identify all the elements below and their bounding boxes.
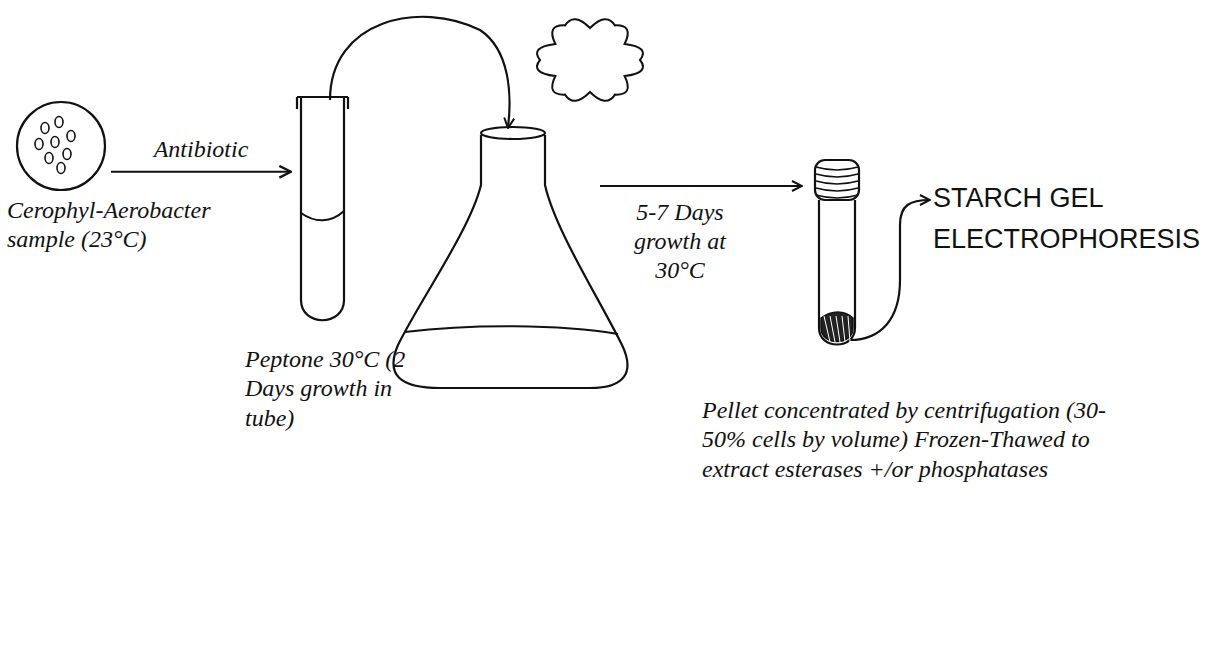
- colony: [45, 153, 53, 164]
- node-caption: Peptone 30°C (2 Days growth in tube): [245, 345, 430, 433]
- growth-arrow: [600, 185, 802, 187]
- tube-outline: [815, 160, 859, 345]
- colony: [67, 131, 75, 142]
- colony: [55, 117, 63, 128]
- culture-tube: Peptone 30°C (2 Days growth in tube): [295, 95, 350, 325]
- dish-outline: [17, 102, 105, 190]
- transfer-arrow: [330, 17, 510, 128]
- splash-symbol: [537, 19, 643, 101]
- pellet-hatch: [842, 316, 845, 342]
- colony: [41, 123, 49, 134]
- process-arrow: [111, 171, 291, 173]
- pellet-hatch: [848, 316, 850, 342]
- electrophoresis-arrow: [850, 200, 930, 340]
- pellet: [821, 312, 853, 342]
- petri-dish: Cerophyl-Aerobacter sample (23°C): [15, 100, 107, 192]
- edge-label: Antibiotic: [154, 135, 249, 164]
- pellet-hatch: [824, 316, 830, 342]
- liquid-level: [301, 211, 344, 220]
- colony: [63, 149, 71, 160]
- culture-tube-drawing: [295, 95, 350, 325]
- growth-note: 5-7 Days growth at 30°C: [610, 198, 750, 284]
- node-caption: Cerophyl-Aerobacter sample (23°C): [7, 196, 277, 255]
- tube-outline: [297, 97, 348, 320]
- petri-dish-drawing: [15, 100, 107, 192]
- node-caption: Pellet concentrated by centrifugation (3…: [702, 396, 1122, 484]
- centrifuge-tube-drawing: [812, 158, 862, 348]
- colony: [51, 137, 59, 148]
- pellet-hatch: [836, 316, 840, 342]
- colony: [57, 163, 65, 174]
- process-title: STARCH GEL ELECTROPHORESIS: [933, 178, 1201, 259]
- colony: [35, 139, 43, 150]
- erlenmeyer-flask: [393, 127, 627, 388]
- centrifuge-tube: Pellet concentrated by centrifugation (3…: [812, 158, 862, 348]
- pellet-hatch: [830, 316, 835, 342]
